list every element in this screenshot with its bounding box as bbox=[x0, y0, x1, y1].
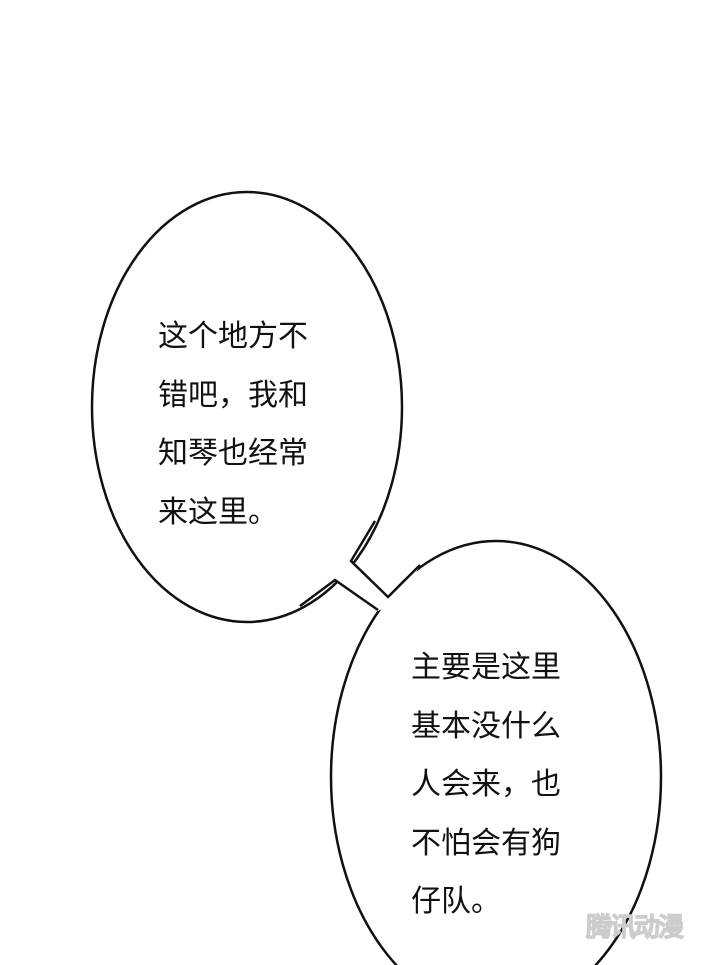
speech-line: 主要是这里 bbox=[411, 650, 561, 685]
speech-line: 知琴也经常 bbox=[158, 436, 308, 471]
speech-text-bottom: 主要是这里基本没什么人会来，也不怕会有狗仔队。 bbox=[411, 639, 561, 932]
speech-line: 基本没什么 bbox=[411, 708, 561, 744]
speech-line: 来这里。 bbox=[158, 494, 278, 530]
speech-line: 错吧，我和 bbox=[158, 377, 308, 413]
bubble-connector-lower bbox=[299, 578, 379, 612]
speech-text-top: 这个地方不错吧，我和知琴也经常来这里。 bbox=[158, 308, 308, 542]
speech-line: 仔队。 bbox=[411, 884, 501, 919]
speech-line: 这个地方不 bbox=[158, 319, 308, 354]
speech-bubble-top bbox=[90, 190, 404, 624]
bubble-connector-upper bbox=[349, 520, 421, 599]
speech-line: 不怕会有狗 bbox=[411, 825, 561, 861]
speech-line: 人会来，也 bbox=[411, 767, 561, 802]
bubble-connector-fill bbox=[305, 528, 422, 611]
speech-bubble-bottom bbox=[329, 539, 663, 965]
watermark-logo: 腾讯动漫 bbox=[585, 913, 684, 944]
